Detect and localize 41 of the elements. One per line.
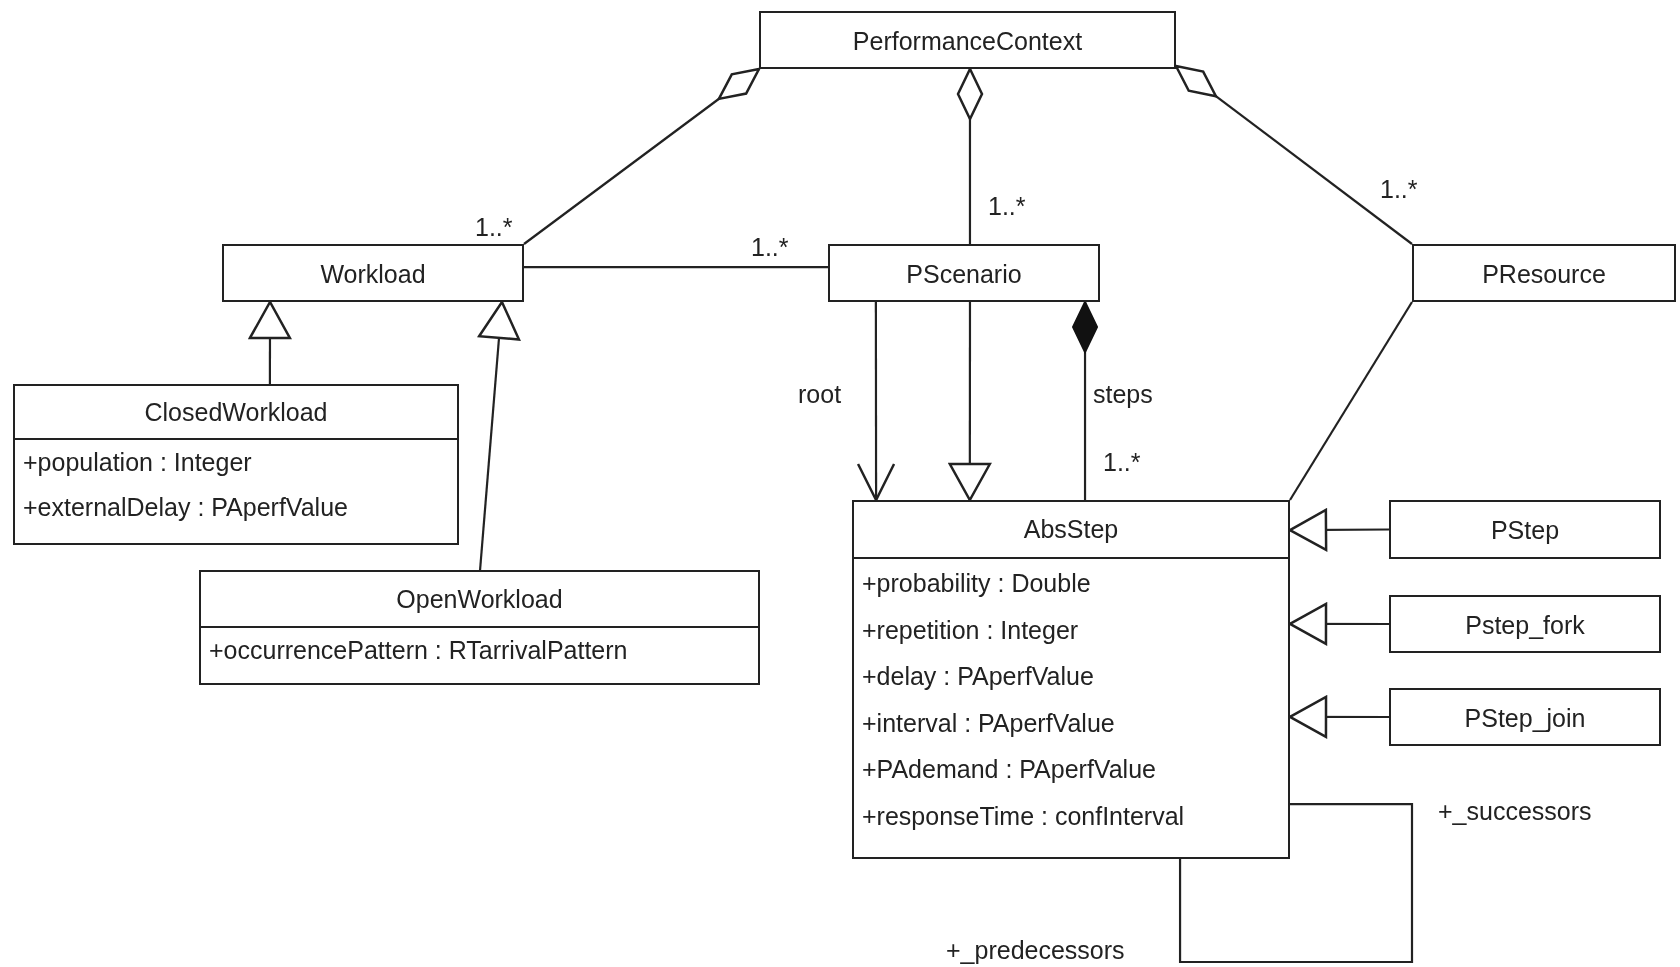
attribute-text: +repetition : Integer bbox=[862, 615, 1079, 644]
association-line bbox=[1289, 301, 1413, 501]
class-box bbox=[1389, 500, 1661, 559]
aggregation-line bbox=[1174, 64, 1413, 245]
class-name: PStep bbox=[1490, 518, 1560, 543]
attribute-text: +responseTime : confInterval bbox=[862, 801, 1185, 830]
class-name: Pstep_fork bbox=[1465, 612, 1585, 638]
class-name: PStep_join bbox=[1464, 705, 1586, 731]
attribute-text: +probability : Double bbox=[862, 569, 1091, 597]
class-box bbox=[199, 570, 760, 685]
attribute-text: +delay : PAperfValue bbox=[862, 662, 1094, 690]
attribute-text: +occurrencePattern : RTarrivalPattern bbox=[209, 636, 628, 664]
association-arrow bbox=[856, 302, 896, 502]
class-box bbox=[1389, 688, 1661, 746]
aggregation-line bbox=[956, 67, 984, 244]
class-box bbox=[759, 11, 1176, 69]
association-line bbox=[1178, 802, 1414, 964]
composition-line bbox=[1072, 301, 1099, 500]
class-name: PScenario bbox=[906, 261, 1022, 287]
class-name: PerformanceContext bbox=[852, 28, 1083, 54]
generalization-arrow bbox=[948, 302, 992, 502]
class-box bbox=[222, 244, 524, 302]
attribute-text: +externalDelay : PAperfValue bbox=[23, 493, 348, 521]
aggregation-line bbox=[523, 67, 761, 245]
class-name: ClosedWorkload bbox=[144, 399, 328, 425]
class-box bbox=[13, 384, 459, 545]
class-box bbox=[852, 500, 1290, 859]
class-name: PResource bbox=[1482, 261, 1606, 287]
association-line bbox=[524, 266, 828, 269]
role-label: +_predecessors bbox=[944, 937, 1127, 964]
generalization-arrow bbox=[477, 300, 521, 571]
class-name: Workload bbox=[320, 261, 426, 287]
attribute-text: +population : Integer bbox=[23, 448, 252, 476]
class-box bbox=[1412, 244, 1676, 302]
class-name: OpenWorkload bbox=[396, 586, 563, 612]
class-box bbox=[828, 244, 1100, 302]
attribute-text: +interval : PAperfValue bbox=[862, 708, 1115, 737]
generalization-arrow bbox=[248, 300, 292, 384]
class-box bbox=[1389, 595, 1661, 653]
attribute-text: +PAdemand : PAperfValue bbox=[862, 755, 1156, 783]
class-name: AbsStep bbox=[1023, 517, 1119, 542]
